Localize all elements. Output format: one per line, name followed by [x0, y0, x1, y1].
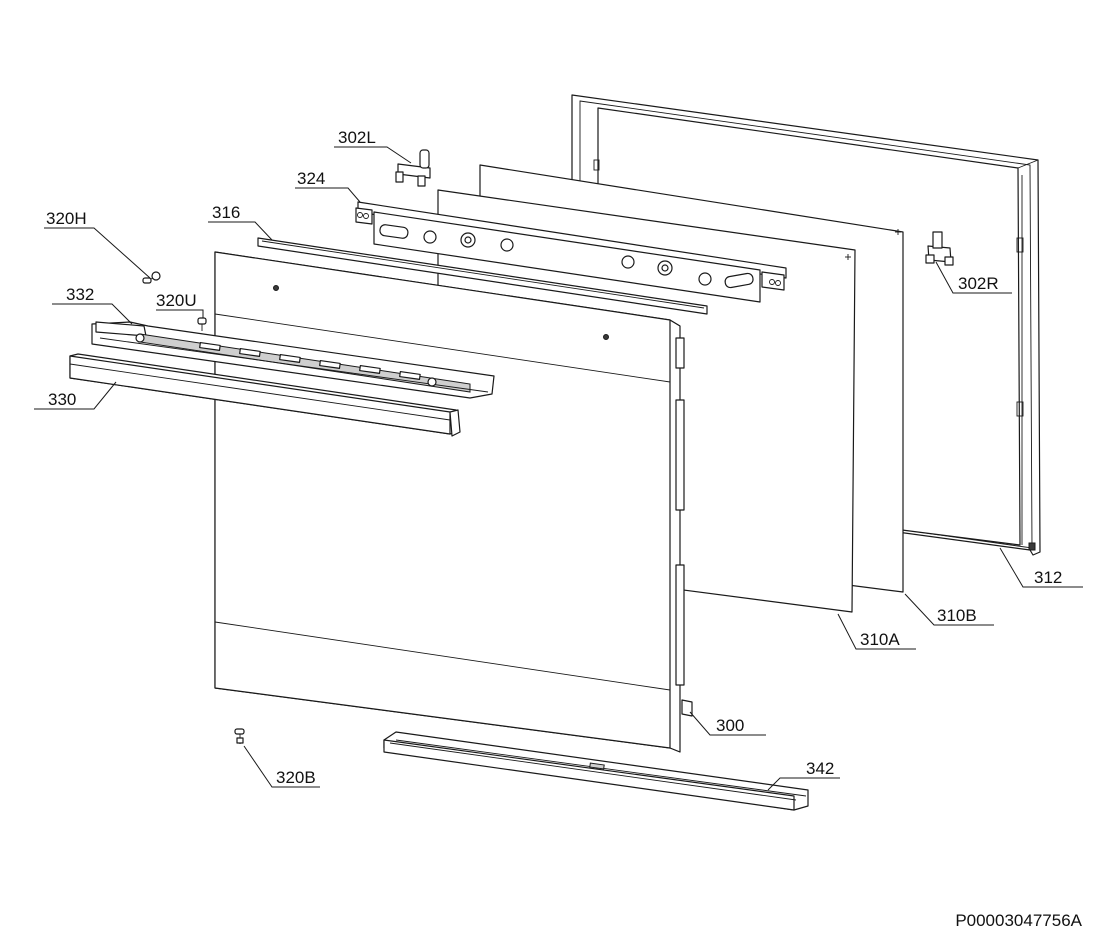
- callout-labels: 302L 324 316 320H 332 320U 330 302R 312 …: [46, 128, 1062, 787]
- leader-320H: [44, 227, 151, 279]
- callout-320B: 320B: [276, 768, 316, 787]
- leader-302R: [935, 261, 1012, 294]
- part-324-bracket-rail: [355, 201, 787, 303]
- leader-342: [767, 777, 840, 791]
- leader-lines: [34, 146, 1083, 791]
- leader-312: [999, 547, 1083, 588]
- part-320U-screw: [197, 317, 207, 331]
- part-302L-left-hinge: [395, 149, 431, 187]
- part-316-top-strip: [257, 237, 708, 315]
- callout-330: 330: [48, 390, 76, 409]
- leader-324: [295, 187, 361, 203]
- leader-316: [208, 221, 273, 241]
- callout-324: 324: [297, 169, 325, 188]
- leader-320U: [156, 309, 204, 318]
- part-332-handle-profile: [91, 321, 495, 399]
- callout-312: 312: [1034, 568, 1062, 587]
- leader-332: [52, 303, 133, 325]
- callout-302L: 302L: [338, 128, 376, 147]
- leader-310A: [837, 613, 916, 650]
- callout-342: 342: [806, 759, 834, 778]
- callout-310A: 310A: [860, 630, 900, 649]
- clip-row: [199, 342, 421, 380]
- leader-320B: [243, 745, 320, 788]
- callout-300: 300: [716, 716, 744, 735]
- document-id: P00003047756A: [955, 911, 1082, 930]
- leader-310B: [904, 593, 994, 626]
- callout-302R: 302R: [958, 274, 999, 293]
- leader-330: [34, 381, 117, 410]
- leader-300: [689, 711, 766, 736]
- part-320H-screw: [142, 271, 161, 284]
- part-302R-right-hinge: [925, 231, 954, 266]
- part-330-handle-cover: [69, 353, 461, 437]
- part-320B-screw: [234, 728, 245, 744]
- leader-302L: [334, 146, 412, 164]
- callout-332: 332: [66, 285, 94, 304]
- callout-316: 316: [212, 203, 240, 222]
- callout-320H: 320H: [46, 209, 87, 228]
- part-300-outer-glass: [214, 251, 693, 753]
- callout-320U: 320U: [156, 291, 197, 310]
- callout-310B: 310B: [937, 606, 977, 625]
- part-342-bottom-profile: [383, 731, 809, 811]
